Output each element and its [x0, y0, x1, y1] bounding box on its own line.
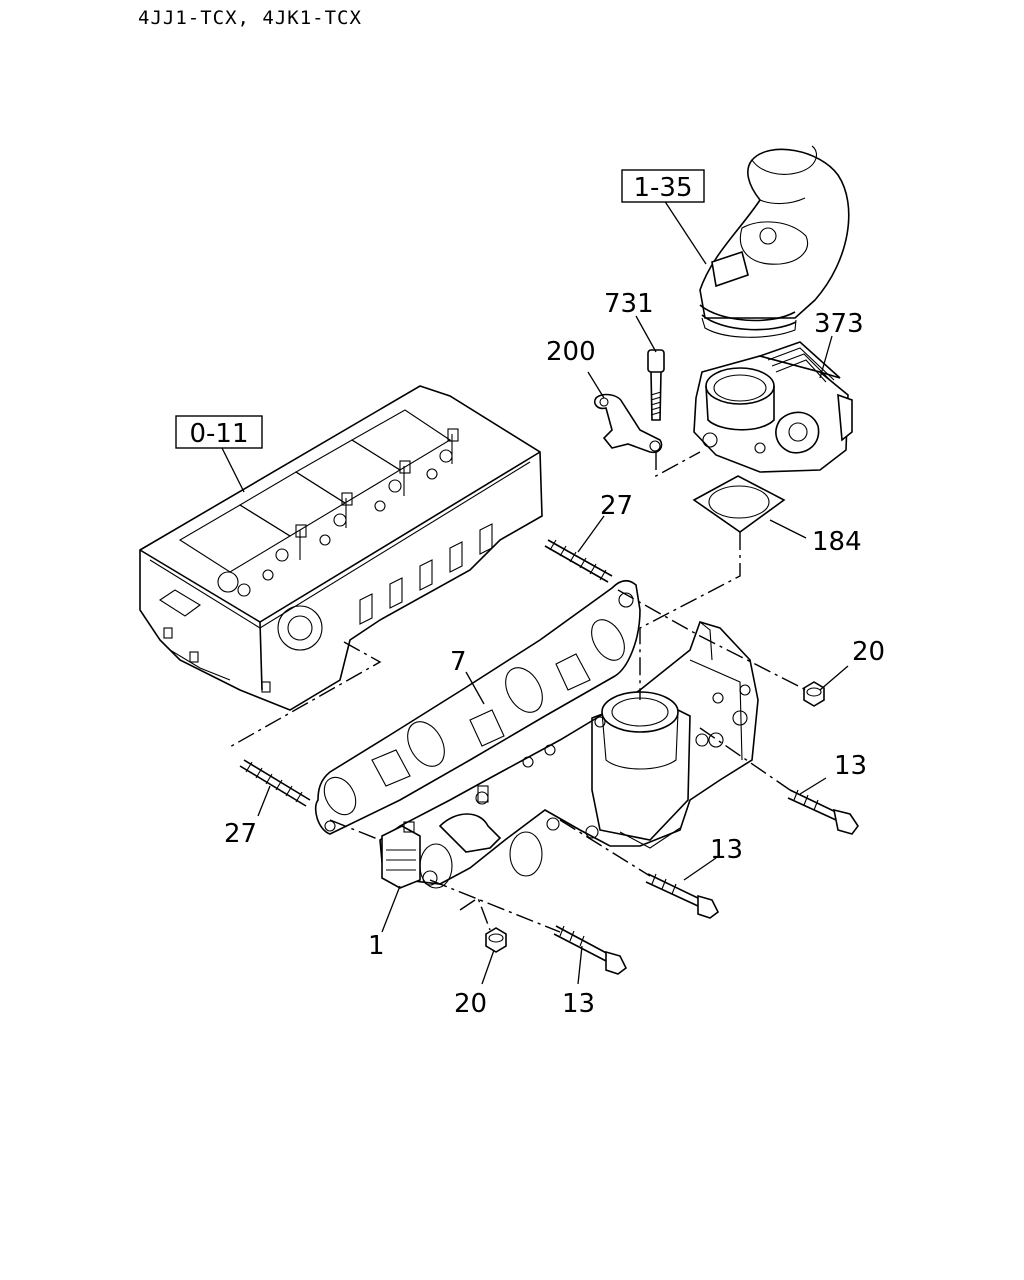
callout-184: 184: [812, 527, 862, 557]
intake-manifold: [379, 621, 759, 889]
bolt-13-lower: [553, 925, 628, 975]
callout-1: 1: [368, 931, 385, 961]
bolt-13-right: [787, 789, 859, 835]
callout-27-upper: 27: [600, 491, 633, 521]
ref-label-1-35: 1-35: [633, 173, 692, 203]
callout-373: 373: [814, 309, 864, 339]
callout-20-lower: 20: [454, 989, 487, 1019]
nut-20-lower: [485, 927, 507, 953]
intake-pipe: [699, 145, 850, 338]
assembly-lines: [227, 451, 807, 933]
callout-13-lower: 13: [562, 989, 595, 1019]
callout-731: 731: [604, 289, 654, 319]
ref-box-0-11: 0-11: [175, 415, 263, 449]
stud-27-upper: [544, 539, 613, 583]
nut-20-right: [803, 681, 825, 707]
throttle-gasket: [692, 475, 786, 533]
callouts: 731 373 200 27 184 20 7 13 27 13 1 20 13: [224, 289, 885, 1019]
cylinder-head: [139, 385, 543, 711]
bolt-731: [647, 349, 665, 421]
callout-27-lower: 27: [224, 819, 257, 849]
manifold-gasket: [314, 579, 641, 835]
bracket: [593, 393, 663, 454]
callout-7: 7: [450, 647, 467, 677]
leader-lines: [221, 199, 849, 985]
bolt-13-middle: [645, 873, 720, 919]
stud-27-lower: [239, 759, 311, 807]
callout-13-middle: 13: [710, 835, 743, 865]
callout-20-right: 20: [852, 637, 885, 667]
ref-label-0-11: 0-11: [189, 419, 248, 449]
throttle-body: [693, 341, 853, 473]
ref-box-1-35: 1-35: [621, 169, 705, 203]
callout-200: 200: [546, 337, 596, 367]
model-header: 4JJ1-TCX, 4JK1-TCX: [138, 7, 362, 29]
callout-13-right: 13: [834, 751, 867, 781]
